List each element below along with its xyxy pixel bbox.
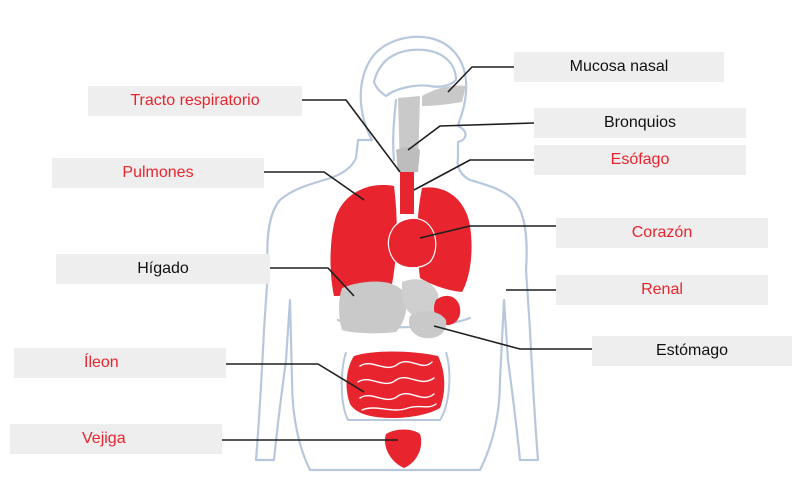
label-tracto-respiratorio: Tracto respiratorio	[88, 86, 302, 116]
heart-organ	[388, 218, 435, 267]
nasal-mucosa-organ	[422, 85, 466, 106]
organs	[331, 85, 472, 468]
label-ileon-text: Íleon	[84, 354, 119, 372]
bronchi-organ	[396, 147, 420, 172]
label-vejiga: Vejiga	[10, 424, 222, 454]
label-ileon: Íleon	[14, 348, 226, 378]
label-mucosa-nasal-text: Mucosa nasal	[570, 58, 669, 76]
label-corazon-text: Corazón	[632, 224, 692, 242]
stomach-organ	[409, 311, 446, 338]
label-mucosa-nasal: Mucosa nasal	[514, 52, 724, 82]
label-bronquios: Bronquios	[534, 108, 746, 138]
label-higado-text: Hígado	[137, 260, 189, 278]
label-pulmones: Pulmones	[52, 158, 264, 188]
label-renal-text: Renal	[641, 281, 683, 299]
label-bronquios-text: Bronquios	[604, 114, 676, 132]
label-tracto-respiratorio-text: Tracto respiratorio	[130, 92, 259, 110]
esophagus-organ	[400, 172, 414, 214]
label-renal: Renal	[556, 275, 768, 305]
liver-organ	[339, 282, 406, 334]
leader-estomago	[434, 326, 592, 349]
label-vejiga-text: Vejiga	[82, 430, 126, 448]
label-esofago: Esófago	[534, 145, 746, 175]
label-estomago-text: Estómago	[656, 342, 728, 360]
label-higado: Hígado	[56, 254, 270, 284]
label-esofago-text: Esófago	[611, 151, 670, 169]
left-lung-organ	[331, 185, 397, 296]
label-corazon: Corazón	[556, 218, 768, 248]
leader-pulmones	[264, 172, 364, 200]
leader-tracto-respiratorio	[302, 100, 400, 172]
ileum-organ	[347, 352, 445, 419]
label-pulmones-text: Pulmones	[122, 164, 193, 182]
label-estomago: Estómago	[592, 336, 792, 366]
leader-bronquios	[408, 123, 534, 150]
leader-esofago	[414, 160, 534, 190]
bladder-organ	[385, 430, 421, 469]
